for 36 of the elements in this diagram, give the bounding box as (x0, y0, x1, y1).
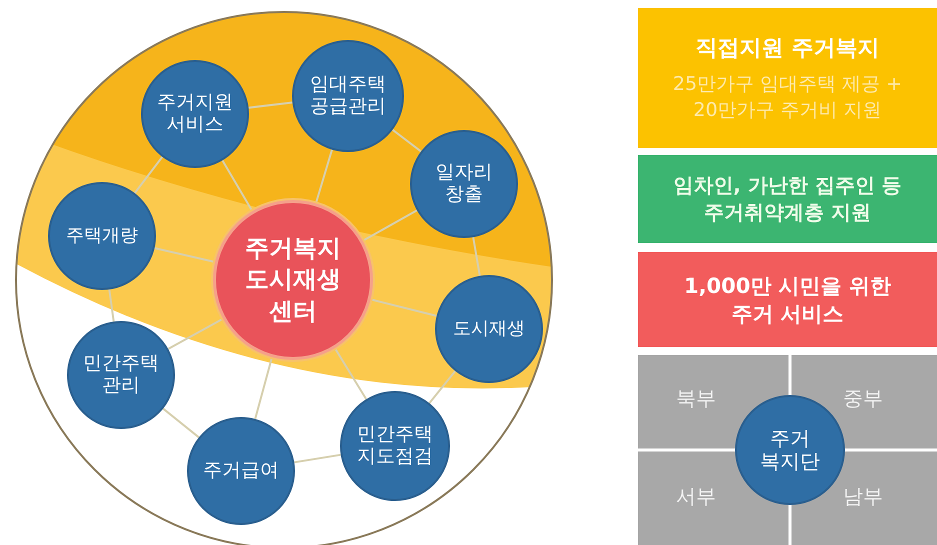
connector-line (428, 370, 456, 404)
connector-line (168, 318, 224, 350)
connector-line (314, 149, 333, 204)
node-label: 일자리 창출 (434, 162, 494, 206)
connector-line (392, 129, 422, 152)
panel-heading: 직접지원 주거복지 (696, 35, 880, 63)
node-label: 주거급여 (203, 460, 279, 482)
node-label: 주거지원 서비스 (156, 92, 234, 136)
connector-line (362, 210, 418, 242)
node-label: 주택개량 (66, 226, 138, 246)
info-panel (638, 155, 937, 243)
center-label: 주거복지 도시재생 센터 (244, 233, 342, 327)
node-label: 민간주택 지도점검 (356, 424, 434, 468)
node-label: 도시재생 (453, 318, 525, 340)
connector-line (254, 356, 273, 420)
region-label: 남부 (843, 483, 883, 510)
connector-line (154, 247, 216, 263)
node-label: 민간주택 관리 (82, 353, 160, 397)
connector-line (162, 408, 200, 438)
panel-text: 25만가구 임대주택 제공 + 20만가구 주거비 지원 (672, 72, 904, 123)
region-label: 서부 (676, 483, 716, 510)
panel-text: 임차인, 가난한 집주인 등 주거취약계층 지원 (672, 172, 903, 226)
region-label: 북부 (676, 385, 716, 412)
connector-line (108, 289, 115, 322)
connector-line (248, 102, 293, 109)
info-panel (638, 8, 937, 148)
region-label: 중부 (843, 385, 883, 412)
connector-line (334, 348, 368, 400)
connector-line (222, 160, 254, 212)
connector-line (134, 156, 164, 194)
node-label: 임대주택 공급관리 (309, 74, 387, 118)
info-panel (638, 252, 937, 347)
connector-line (294, 454, 341, 464)
node-label: 주거 복지단 (759, 427, 821, 473)
connector-line (370, 298, 437, 317)
panel-text: 1,000만 시민을 위한 주거 서비스 (682, 272, 892, 328)
